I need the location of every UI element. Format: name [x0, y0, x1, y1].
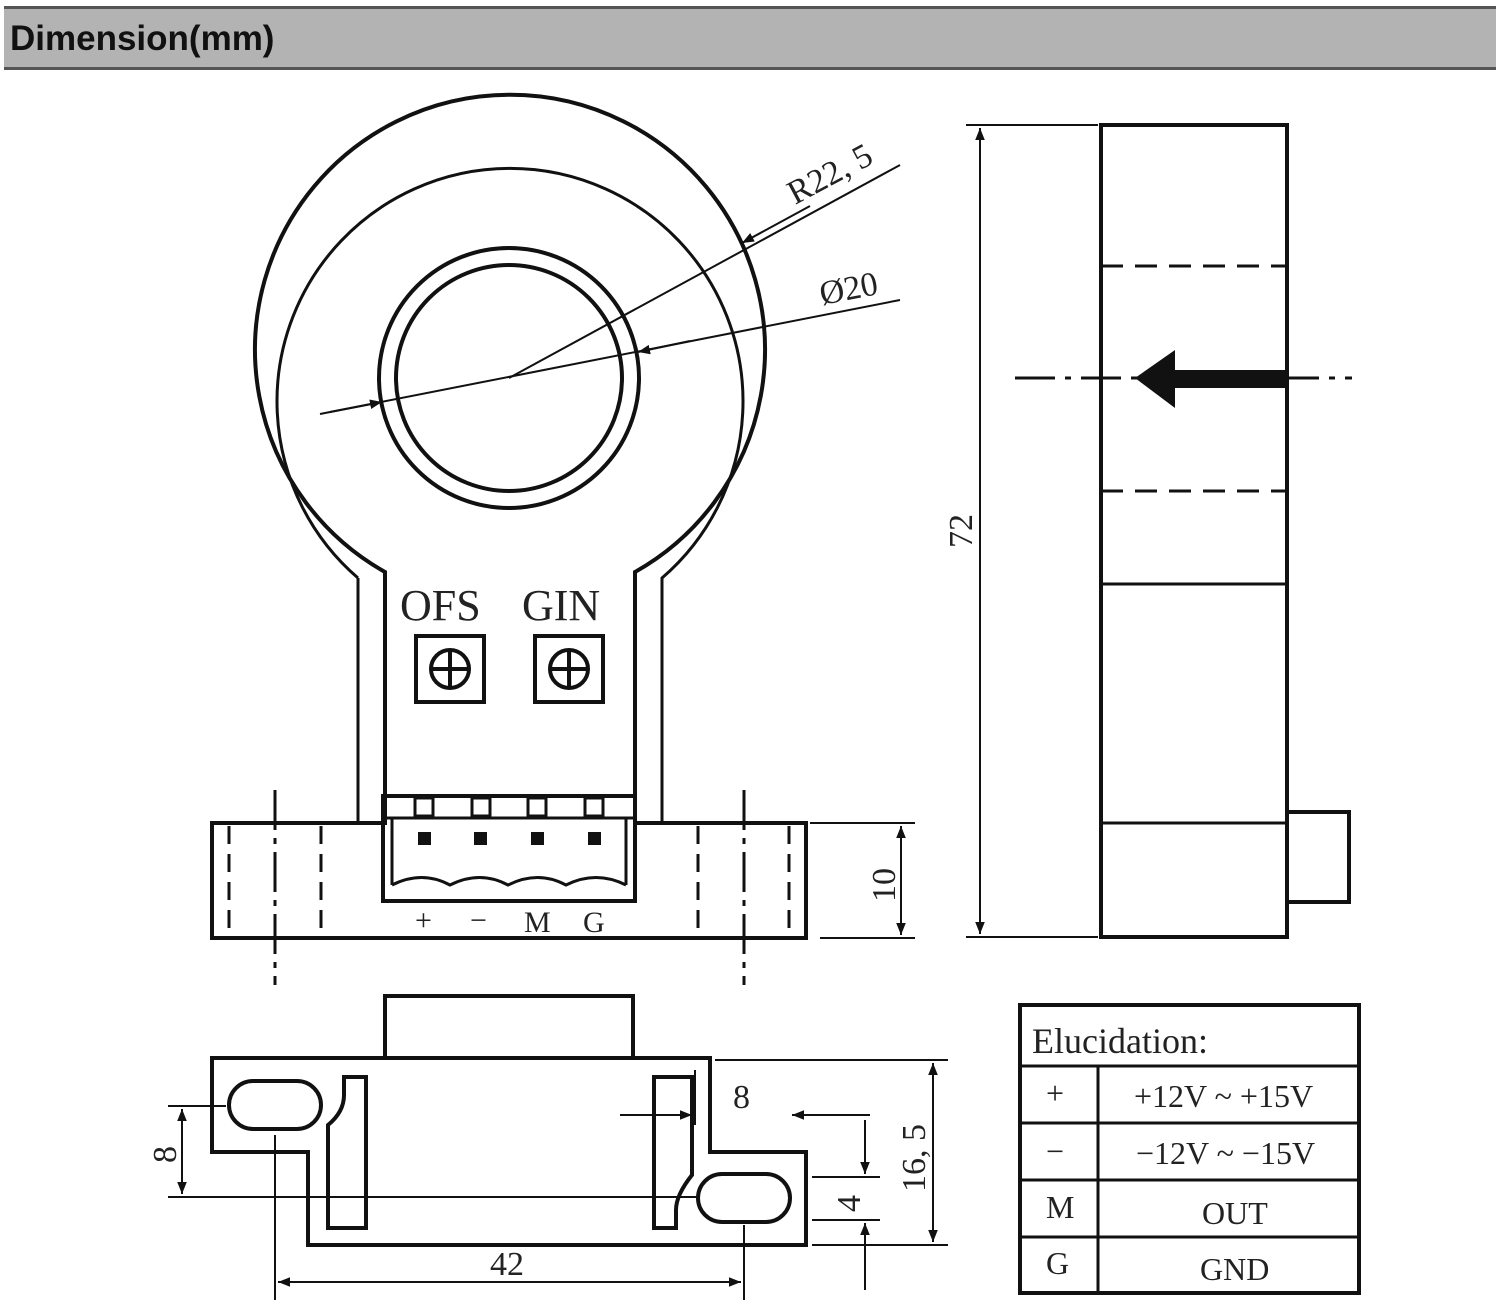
legend-pin-minus: −: [1046, 1133, 1064, 1169]
legend-desc-plus: +12V ~ +15V: [1134, 1078, 1313, 1114]
radius-label: R22, 5: [781, 137, 878, 212]
terminal-label-m: M: [524, 906, 551, 939]
diameter-leader: [319, 299, 901, 415]
depth-label: 16, 5: [896, 1124, 933, 1192]
side-body: [1099, 123, 1289, 939]
diameter-arrow-right: [637, 340, 691, 355]
housing-outline: [210, 92, 808, 940]
terminal-label-minus: −: [470, 904, 487, 937]
left-slot: [227, 1079, 323, 1131]
front-view: R22, 5 Ø20 OFS GIN: [210, 92, 915, 985]
aperture-outer: [377, 246, 641, 510]
legend-desc-minus: −12V ~ −15V: [1136, 1135, 1315, 1171]
left-slot-label: 8: [147, 1146, 184, 1163]
terminal-label-plus: +: [415, 904, 432, 937]
bottom-connector-block: [383, 994, 635, 1060]
offset-label: 4: [831, 1195, 868, 1212]
legend-pin-plus: +: [1046, 1075, 1064, 1111]
legend-table: Elucidation: + +12V ~ +15V − −12V ~ −15V…: [1018, 1003, 1361, 1295]
right-slot: [696, 1172, 792, 1224]
gin-screw: [533, 634, 605, 704]
terminal-connector: [381, 794, 637, 903]
current-direction-arrow: [1135, 350, 1285, 408]
base-height-label: 10: [866, 868, 903, 902]
left-clip: [326, 1075, 368, 1230]
right-clip: [652, 1075, 694, 1230]
side-connector: [1285, 810, 1351, 904]
housing-inner-outline: [275, 166, 745, 823]
spacing-label: 42: [490, 1246, 524, 1283]
legend-pin-m: M: [1046, 1189, 1074, 1225]
section-header: Dimension(mm): [4, 6, 1496, 70]
radius-leader: [508, 164, 901, 379]
ofs-screw: [414, 634, 486, 704]
radius-arrow: [741, 205, 811, 244]
side-view: 72: [943, 123, 1352, 939]
diameter-arrow-left: [329, 399, 383, 413]
legend-title: Elucidation:: [1032, 1021, 1208, 1061]
legend-desc-m: OUT: [1202, 1195, 1268, 1231]
legend-desc-g: GND: [1200, 1251, 1269, 1287]
aperture-inner: [394, 263, 624, 493]
gin-label: GIN: [522, 581, 600, 630]
bottom-body-outline: [210, 1056, 808, 1247]
ofs-label: OFS: [400, 581, 481, 630]
bottom-view: 8 8 4 16, 5 42: [147, 994, 948, 1300]
section-title: Dimension(mm): [10, 19, 275, 58]
legend-pin-g: G: [1046, 1245, 1069, 1281]
terminal-label-g: G: [583, 906, 605, 939]
right-slot-label: 8: [733, 1079, 750, 1116]
total-height-label: 72: [943, 514, 980, 548]
